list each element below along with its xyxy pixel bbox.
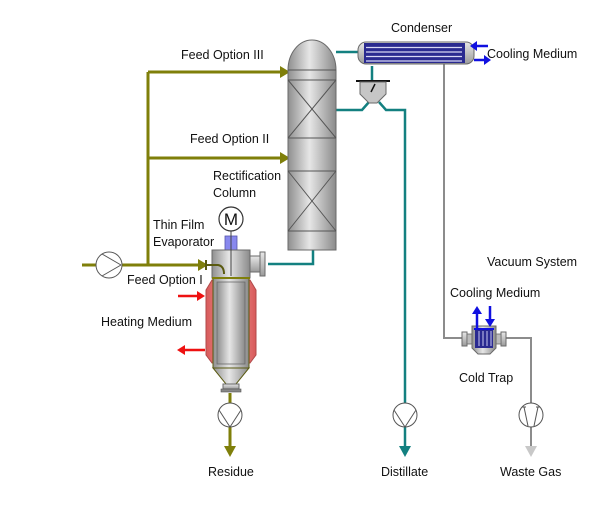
condenser-icon: [357, 41, 475, 65]
condenser-label: Condenser: [391, 21, 452, 35]
reflux-divider-icon: [356, 80, 390, 104]
reflux-line: [336, 101, 370, 112]
vacuum-line-to-trap: [443, 58, 462, 339]
waste-gas-label: Waste Gas: [500, 465, 561, 479]
feed-pump-icon: [95, 251, 123, 279]
heating-out-arrow: [177, 345, 185, 355]
rectification-column: [287, 39, 337, 251]
cold-trap-cooling-medium-label: Cooling Medium: [450, 286, 540, 300]
feed-option-2-label: Feed Option II: [190, 132, 269, 146]
thin-film-evaporator-label-1: Thin Film: [153, 218, 204, 232]
feed-option-3-arrow: [280, 66, 290, 78]
vacuum-line-from-trap: [506, 337, 532, 404]
thin-film-evaporator-label-2: Evaporator: [153, 235, 214, 249]
vacuum-pump-icon: [518, 402, 544, 428]
rectification-column-label-1: Rectification: [213, 169, 281, 183]
cold-trap-icon: [461, 325, 507, 355]
heating-in-arrow: [197, 291, 205, 301]
vacuum-lines: [443, 58, 532, 447]
feed-option-3-label: Feed Option III: [181, 48, 264, 62]
feed-option-1-arrow: [198, 259, 208, 271]
vacuum-system-label: Vacuum System: [487, 255, 577, 269]
residue-arrow: [224, 446, 236, 457]
distillate-line: [378, 101, 407, 404]
distillate-pump-icon: [392, 402, 418, 428]
condenser-cooling-arrows: [470, 41, 491, 65]
cold-trap-label: Cold Trap: [459, 371, 513, 385]
motor-label: M: [224, 210, 238, 229]
residue-label: Residue: [208, 465, 254, 479]
rectification-column-label-2: Column: [213, 186, 256, 200]
distillate-label: Distillate: [381, 465, 428, 479]
motor-icon: M: [218, 206, 244, 232]
residue-pump-icon: [217, 402, 243, 428]
condenser-cooling-medium-label: Cooling Medium: [487, 47, 577, 61]
heating-medium-label: Heating Medium: [101, 315, 192, 329]
feed-lines: [82, 70, 280, 447]
trap-cooling-in-arrow: [485, 319, 495, 327]
evaporator-vapor-line: [268, 250, 315, 266]
distillate-lines: [268, 50, 407, 447]
heating-arrows: [177, 291, 205, 355]
feed-option-1-label: Feed Option I: [127, 273, 203, 287]
cold-trap-cooling-arrows: [472, 306, 495, 328]
thin-film-evaporator: M: [205, 206, 266, 393]
distillate-arrow: [399, 446, 411, 457]
trap-cooling-out-arrow: [472, 306, 482, 314]
feed-option-2-arrow: [280, 152, 290, 164]
waste-gas-arrow: [525, 446, 537, 457]
